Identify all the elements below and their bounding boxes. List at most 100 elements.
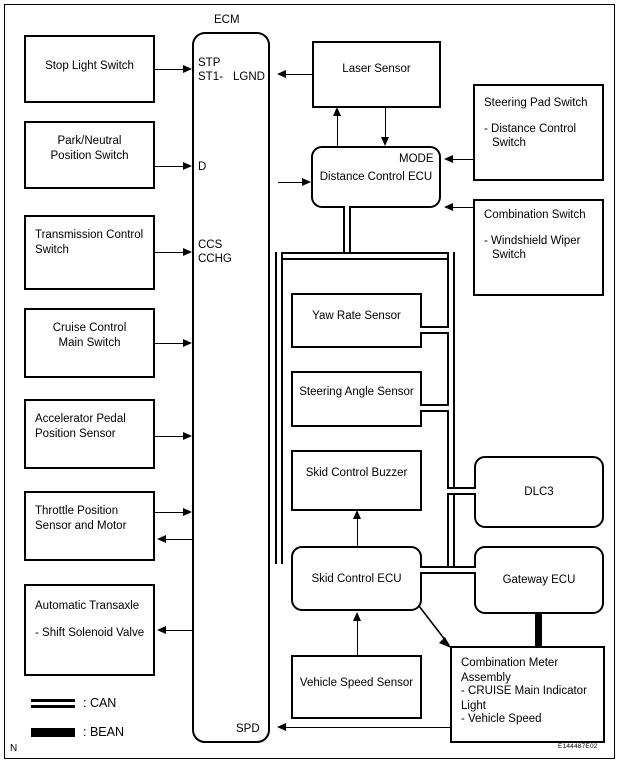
box-skid-control-buzzer[interactable]: Skid Control Buzzer	[291, 450, 422, 511]
transmission-control-switch-label-2: Switch	[35, 244, 69, 256]
line-accel-pedal-to-ecm	[155, 436, 185, 437]
box-throttle-position-sensor-and-motor[interactable]: Throttle Position Sensor and Motor	[24, 491, 155, 561]
arrow-accel-pedal-to-ecm	[183, 431, 192, 440]
diagram-frame	[4, 4, 615, 759]
can-bus-right-trunk	[447, 252, 455, 572]
ecm-pin-spd: SPD	[236, 723, 260, 735]
stop-light-switch-label: Stop Light Switch	[45, 60, 134, 72]
line-throttle-to-ecm	[155, 512, 185, 513]
cruise-main-indicator-light-label: - CRUISE Main Indicator Light	[461, 685, 587, 713]
throttle-position-sensor-and-motor-label-1: Throttle Position	[35, 505, 119, 517]
ecm-pin-ccs: CCS	[198, 239, 223, 251]
arrow-park-neutral-to-ecm	[183, 161, 192, 170]
box-yaw-rate-sensor[interactable]: Yaw Rate Sensor	[291, 293, 422, 348]
line-steering-pad-to-distance-ecu	[452, 159, 473, 160]
skid-control-buzzer-label: Skid Control Buzzer	[305, 467, 408, 479]
line-ecm-to-throttle	[164, 539, 192, 540]
skid-control-ecu-label: Skid Control ECU	[311, 572, 402, 585]
can-stub-steering-angle-sensor	[420, 404, 449, 412]
line-meter-to-ecm-spd	[285, 727, 451, 728]
can-bus-distance-ecu-drop	[343, 206, 351, 258]
box-steering-pad-switch[interactable]: Steering Pad Switch - Distance Control S…	[473, 84, 604, 181]
box-steering-angle-sensor[interactable]: Steering Angle Sensor	[291, 371, 422, 427]
vehicle-speed-sensor-label: Vehicle Speed Sensor	[299, 677, 414, 689]
can-bus-trunk-horizontal	[275, 252, 455, 260]
can-stub-skid-control-ecu	[420, 566, 449, 574]
legend-label-can: : CAN	[83, 696, 117, 710]
ecm-pin-cchg: CCHG	[198, 253, 232, 265]
line-laser-to-ecm	[285, 74, 312, 75]
automatic-transaxle-label: Automatic Transaxle	[35, 600, 140, 612]
arrow-skid-ecu-to-buzzer	[352, 510, 361, 519]
legend-swatch-can	[31, 699, 75, 708]
dlc3-label: DLC3	[524, 486, 554, 498]
throttle-position-sensor-and-motor-label-2: Sensor and Motor	[35, 520, 127, 532]
arrow-steering-pad-to-distance-ecu	[444, 154, 453, 163]
line-skid-ecu-to-buzzer	[357, 518, 358, 547]
box-stop-light-switch[interactable]: Stop Light Switch	[24, 35, 155, 103]
accelerator-pedal-position-sensor-label-2: Position Sensor	[35, 428, 116, 440]
box-combination-meter-assembly[interactable]: Combination Meter Assembly - CRUISE Main…	[450, 646, 605, 743]
arrow-throttle-to-ecm	[183, 507, 192, 516]
figure-code: E144487E02	[558, 743, 598, 750]
arrow-distance-ecu-to-laser	[332, 107, 341, 116]
shift-solenoid-valve-label: - Shift Solenoid Valve	[35, 627, 145, 639]
line-combination-switch-to-distance-ecu	[452, 207, 473, 208]
ecm-box	[192, 32, 270, 743]
box-distance-control-ecu[interactable]: Distance Control ECU	[311, 146, 441, 208]
yaw-rate-sensor-label: Yaw Rate Sensor	[312, 310, 401, 322]
distance-control-ecu-pin-mode: MODE	[399, 153, 434, 165]
box-vehicle-speed-sensor[interactable]: Vehicle Speed Sensor	[291, 655, 422, 719]
cruise-control-main-switch-label-2: Main Switch	[58, 337, 121, 349]
line-transmission-to-ecm	[155, 252, 185, 253]
ecm-pin-d: D	[198, 161, 207, 173]
line-distance-ecu-to-laser	[337, 115, 338, 146]
arrow-transmission-to-ecm	[183, 247, 192, 256]
legend-label-bean: : BEAN	[83, 725, 124, 739]
distance-control-switch-label-1: - Distance Control	[484, 123, 577, 135]
arrow-meter-to-ecm-spd	[277, 722, 286, 731]
ecm-pin-st1: ST1-	[198, 71, 223, 83]
arrow-laser-to-distance-ecu	[380, 137, 389, 146]
cruise-control-main-switch-label-1: Cruise Control	[52, 322, 127, 334]
windshield-wiper-switch-label-1: - Windshield Wiper	[484, 235, 581, 247]
box-automatic-transaxle[interactable]: Automatic Transaxle - Shift Solenoid Val…	[24, 584, 155, 676]
steering-pad-switch-label: Steering Pad Switch	[484, 97, 588, 109]
arrow-ecm-to-transaxle	[157, 625, 166, 634]
box-laser-sensor[interactable]: Laser Sensor	[312, 41, 441, 108]
legend-swatch-bean	[31, 728, 75, 737]
line-laser-to-distance-ecu	[385, 108, 386, 139]
can-stub-yaw-rate-sensor	[420, 326, 449, 334]
box-gateway-ecu[interactable]: Gateway ECU	[474, 546, 604, 614]
box-skid-control-ecu[interactable]: Skid Control ECU	[291, 546, 422, 611]
arrow-laser-to-ecm	[277, 69, 286, 78]
line-ecm-to-distance-ecu	[278, 182, 304, 183]
box-accelerator-pedal-position-sensor[interactable]: Accelerator Pedal Position Sensor	[24, 399, 155, 469]
line-stop-light-to-ecm	[155, 69, 185, 70]
combination-switch-label: Combination Switch	[484, 209, 586, 221]
arrow-cruise-main-to-ecm	[183, 338, 192, 347]
distance-control-switch-label-2: Switch	[492, 137, 526, 149]
line-park-neutral-to-ecm	[155, 166, 185, 167]
box-dlc3[interactable]: DLC3	[474, 456, 604, 528]
ecm-pin-stp: STP	[198, 57, 221, 69]
arrow-ecm-to-distance-ecu	[302, 177, 311, 186]
park-neutral-position-switch-label-2: Position Switch	[50, 150, 129, 162]
line-vehicle-speed-to-skid-ecu	[357, 620, 358, 656]
box-park-neutral-position-switch[interactable]: Park/Neutral Position Switch	[24, 121, 155, 189]
can-stub-dlc3	[447, 487, 476, 495]
arrow-combination-switch-to-distance-ecu	[444, 202, 453, 211]
arrow-ecm-to-throttle	[157, 534, 166, 543]
box-combination-switch[interactable]: Combination Switch - Windshield Wiper Sw…	[473, 199, 604, 296]
page-corner-mark: N	[10, 743, 18, 754]
windshield-wiper-switch-label-2: Switch	[492, 249, 526, 261]
steering-angle-sensor-label: Steering Angle Sensor	[299, 386, 414, 398]
gateway-ecu-label: Gateway ECU	[502, 574, 576, 586]
combination-meter-assembly-label: Combination Meter Assembly	[461, 657, 559, 685]
distance-control-ecu-label: Distance Control ECU	[319, 171, 433, 183]
box-cruise-control-main-switch[interactable]: Cruise Control Main Switch	[24, 308, 155, 378]
line-ecm-to-transaxle	[164, 630, 192, 631]
box-transmission-control-switch[interactable]: Transmission Control Switch	[24, 215, 155, 290]
transmission-control-switch-label-1: Transmission Control	[35, 229, 144, 241]
